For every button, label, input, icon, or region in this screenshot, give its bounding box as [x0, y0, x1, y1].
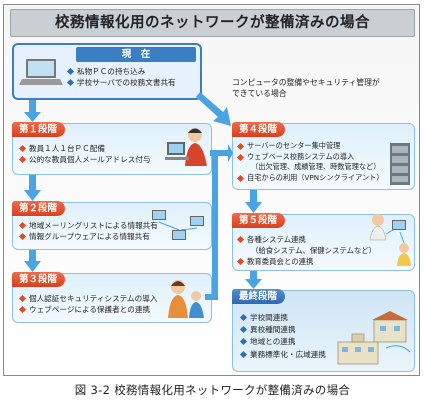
- staff-network-illustration: [369, 214, 411, 266]
- condition-note: コンピュータの整備やセキュリティ管理が できている場合: [232, 78, 380, 98]
- stage-4-label: 第４段階: [232, 122, 286, 137]
- current-item: 私物ＰＣの持ち込み: [66, 66, 176, 77]
- current-header: 現 在: [76, 47, 196, 62]
- stage-3-label: 第３段階: [12, 272, 66, 287]
- final-stage-label: 最終段階: [232, 289, 286, 304]
- flow-arrows: [24, 92, 262, 300]
- stage-2-box: 第２段階 地域メーリングリストによる情報共有 情報グループウェアによる情報共有: [12, 201, 212, 250]
- stage-2-item: 地域メーリングリストによる情報共有: [18, 220, 158, 231]
- server-rack-icon: [390, 143, 410, 185]
- final-stage-item: 業務標準化・広域連携: [239, 349, 326, 361]
- diagram-title: 校務情報化用のネットワークが整備済みの場合: [10, 9, 415, 37]
- stage-3-item: 個人認証セキュリティシステムの導入: [18, 293, 157, 304]
- stage-5-label: 第５段階: [232, 213, 286, 228]
- stage-3-item: ウェブページによる保護者との連携: [18, 304, 157, 315]
- stage-1-item: 教員１人１台ＰＣ配備: [18, 143, 151, 154]
- stage-5-subitem: （給食システム、保健システムなど）: [251, 246, 377, 255]
- stage-2-item: 情報グループウェアによる情報共有: [18, 231, 158, 242]
- parent-and-child-illustration: [168, 280, 204, 318]
- networked-laptops-icon: [152, 210, 204, 240]
- laptop-icon: [19, 59, 63, 85]
- final-stage-item: 異校種間連携: [239, 324, 326, 336]
- stage-4-item: 自宅からの利用（VPNシンクライアント）: [236, 173, 384, 184]
- stage-1-item: 公的な教員個人メールアドレス付与: [18, 154, 151, 165]
- stage-1-label: 第１段階: [12, 122, 66, 137]
- stage-4-item: ウェブベース校務システムの導入: [236, 152, 384, 163]
- figure-caption: 図 3-2 校務情報化用ネットワークが整備済みの場合: [74, 383, 351, 397]
- stage-4-box: 第４段階 サーバーのセンター集中管理 ウェブベース校務システムの導入 （出欠管理…: [232, 122, 415, 190]
- stage-5-item: 教育委員会との連携: [236, 256, 376, 267]
- final-stage-item: 地域との連携: [239, 336, 326, 348]
- stage-4-item: サーバーのセンター集中管理: [236, 141, 384, 152]
- current-item: 学校サーバでの校務文書共有: [66, 77, 176, 88]
- stage-4-subitem: （出欠管理、成績管理、時数管理など）: [251, 162, 381, 171]
- final-stage-item: 学校間連携: [239, 312, 326, 324]
- stage-1-box: 第１段階 教員１人１台ＰＣ配備 公的な教員個人メールアドレス付与: [12, 122, 212, 175]
- stage-5-box: 第５段階 各種システム連携 （給食システム、保健システムなど） 教育委員会との連…: [232, 213, 415, 271]
- teacher-at-pc-illustration: [165, 128, 207, 166]
- current-box: 現 在 私物ＰＣの持ち込み 学校サーバでの校務文書共有: [12, 43, 202, 100]
- school-buildings-illustration: [337, 311, 411, 365]
- stage-2-label: 第２段階: [12, 201, 66, 216]
- stage-5-item: 各種システム連携: [236, 234, 376, 245]
